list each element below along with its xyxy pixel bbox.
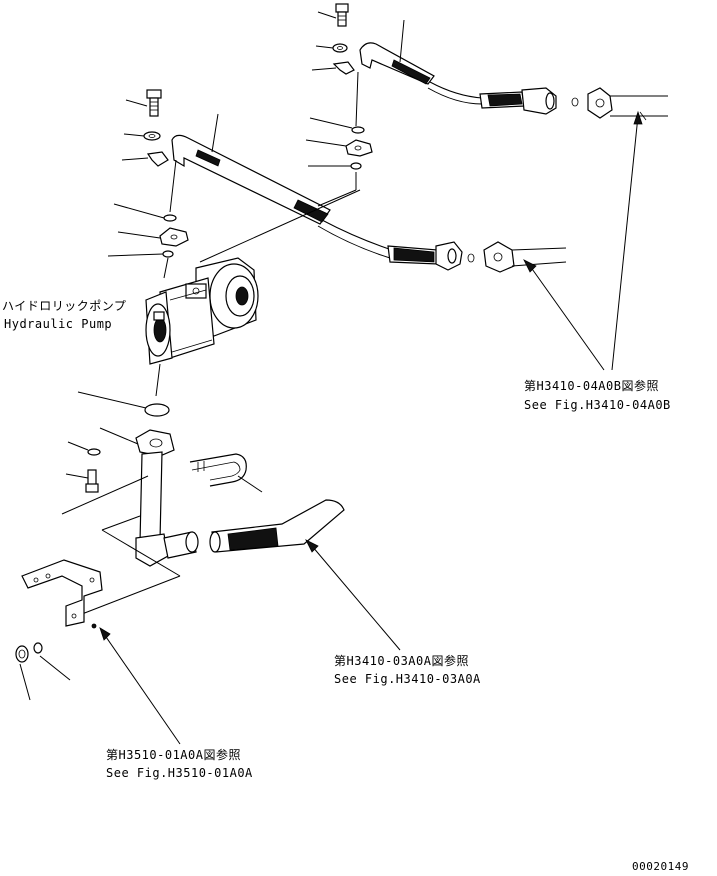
hydraulic-pump — [145, 257, 259, 365]
ref-04a0b-jp: 第H3410-04A0B図参照 — [524, 378, 659, 393]
ref-04a0b-en: See Fig.H3410-04A0B — [524, 398, 671, 412]
upper-bolt — [335, 3, 349, 27]
suction-hose — [209, 499, 345, 553]
upper-split-flange — [345, 139, 373, 157]
elbow-washer — [87, 448, 101, 456]
pump-label-en: Hydraulic Pump — [4, 317, 112, 331]
upper-washer — [332, 43, 348, 53]
bracket-nut — [15, 645, 29, 663]
middle-o-ring — [467, 253, 475, 263]
elbow-bolt — [85, 469, 99, 493]
middle-lock-plate — [146, 151, 169, 167]
middle-bolt — [146, 89, 162, 117]
upper-lock-plate — [332, 61, 355, 75]
drawing-number: 00020149 — [632, 860, 689, 873]
middle-washer — [143, 131, 161, 141]
suction-elbow — [135, 429, 199, 567]
upper-pipe-flange — [587, 87, 613, 119]
bracket-washer — [33, 642, 43, 654]
ref-arrow-03a0a — [305, 539, 401, 651]
ref-03a0a-jp: 第H3410-03A0A図参照 — [334, 653, 469, 668]
ref-01a0a-en: See Fig.H3510-01A0A — [106, 766, 253, 780]
suction-o-ring — [144, 403, 170, 417]
ref-arrow-01a0a — [99, 627, 181, 745]
middle-split-flange — [159, 227, 189, 247]
pump-label-jp: ハイドロリックポンプ — [2, 299, 126, 313]
ref-03a0a-en: See Fig.H3410-03A0A — [334, 672, 481, 686]
middle-pipe-flange — [483, 241, 515, 273]
bracket — [21, 559, 103, 629]
ref-arrow-04a0b — [523, 110, 643, 371]
upper-o-ring — [571, 97, 579, 107]
ref-01a0a-jp: 第H3510-01A0A図参照 — [106, 747, 241, 762]
u-bolt — [189, 453, 247, 487]
